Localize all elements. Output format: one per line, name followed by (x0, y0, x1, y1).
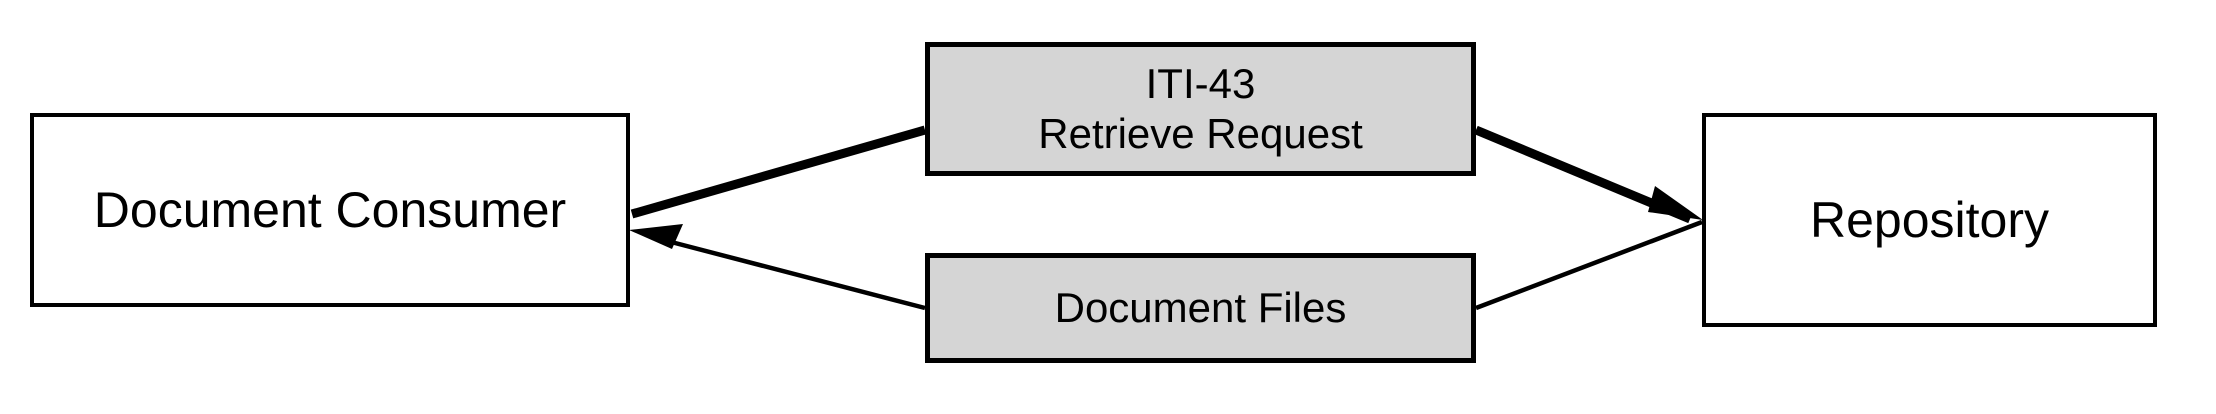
node-document-consumer[interactable]: Document Consumer (30, 113, 630, 307)
edge-response-files-to-consumer (651, 234, 926, 311)
arrowhead-into-document-consumer (629, 224, 683, 249)
node-repository-label: Repository (1810, 191, 2049, 248)
node-repository[interactable]: Repository (1702, 113, 2157, 327)
node-document-consumer-label: Document Consumer (93, 181, 567, 238)
arrowhead-into-repository (1648, 186, 1703, 220)
edge-response-repository-to-files (1475, 219, 1703, 311)
node-document-files[interactable]: Document Files (925, 253, 1476, 363)
node-iti43-retrieve-request[interactable]: ITI-43 Retrieve Request (925, 42, 1476, 176)
node-iti43-retrieve-request-label: ITI-43 Retrieve Request (1038, 60, 1363, 157)
edge-request-consumer-to-iti43 (630, 125, 927, 219)
node-document-files-label: Document Files (1054, 284, 1347, 332)
